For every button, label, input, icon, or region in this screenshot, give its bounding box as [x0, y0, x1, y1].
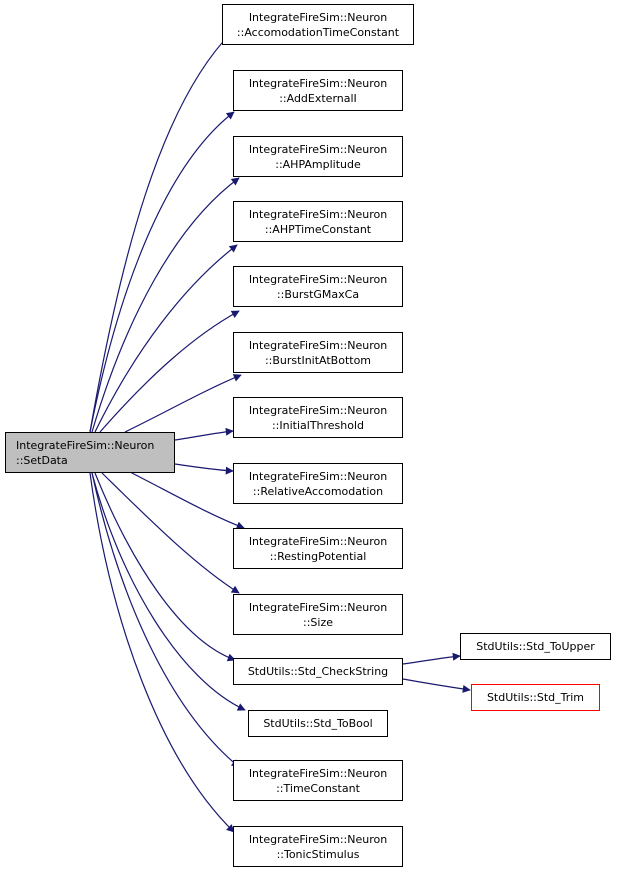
edge-to-accomodation-time-constant: [89, 31, 233, 433]
node-line-2: ::AccomodationTimeConstant: [236, 25, 400, 39]
node-std-check-string[interactable]: StdUtils::Std_CheckString: [233, 658, 403, 685]
node-line-2: ::BurstGMaxCa: [276, 287, 360, 301]
node-burst-init-at-bottom[interactable]: IntegrateFireSim::Neuron ::BurstInitAtBo…: [233, 332, 403, 373]
node-line-1: IntegrateFireSim::Neuron: [248, 142, 388, 156]
node-std-to-bool[interactable]: StdUtils::Std_ToBool: [248, 710, 388, 737]
node-line-1: StdUtils::Std_Trim: [486, 691, 585, 704]
node-line-1: IntegrateFireSim::Neuron: [248, 766, 388, 780]
node-line-2: ::TonicStimulus: [276, 847, 360, 861]
node-line-1: IntegrateFireSim::Neuron: [248, 403, 388, 417]
node-line-2: ::RelativeAccomodation: [252, 484, 384, 498]
edge-check-string-to-trim: [402, 678, 471, 693]
root-node-set-data[interactable]: IntegrateFireSim::Neuron ::SetData: [5, 432, 175, 473]
edge-to-time-constant: [91, 472, 240, 768]
edge-to-burst-init-at-bottom: [124, 374, 242, 433]
node-time-constant[interactable]: IntegrateFireSim::Neuron ::TimeConstant: [233, 760, 403, 801]
edge-to-add-external-i: [89, 111, 235, 433]
node-line-1: IntegrateFireSim::Neuron: [248, 534, 388, 548]
node-line-1: IntegrateFireSim::Neuron: [248, 832, 388, 846]
node-line-1: IntegrateFireSim::Neuron: [248, 600, 388, 614]
node-size[interactable]: IntegrateFireSim::Neuron ::Size: [233, 594, 403, 635]
root-line-1: IntegrateFireSim::Neuron: [16, 438, 155, 452]
node-line-2: ::Size: [303, 615, 333, 629]
node-line-1: IntegrateFireSim::Neuron: [248, 469, 388, 483]
root-line-2: ::SetData: [16, 453, 68, 467]
node-accomodation-time-constant[interactable]: IntegrateFireSim::Neuron ::AccomodationT…: [222, 4, 414, 45]
node-line-1: StdUtils::Std_ToUpper: [476, 640, 595, 653]
edge-to-std-to-bool: [91, 472, 246, 711]
node-resting-potential[interactable]: IntegrateFireSim::Neuron ::RestingPotent…: [233, 528, 403, 569]
edge-to-resting-potential: [129, 471, 245, 530]
node-relative-accomodation[interactable]: IntegrateFireSim::Neuron ::RelativeAccom…: [233, 463, 403, 504]
node-line-1: IntegrateFireSim::Neuron: [248, 207, 388, 221]
node-tonic-stimulus[interactable]: IntegrateFireSim::Neuron ::TonicStimulus: [233, 826, 403, 867]
edge-to-std-check-string: [94, 472, 236, 662]
node-line-2: ::AHPAmplitude: [275, 157, 361, 171]
node-line-2: ::AHPTimeConstant: [264, 222, 372, 236]
node-line-1: StdUtils::Std_ToBool: [263, 717, 373, 730]
node-std-trim[interactable]: StdUtils::Std_Trim: [471, 684, 600, 711]
node-line-2: ::AddExternalI: [279, 91, 357, 105]
node-burst-gmax-ca[interactable]: IntegrateFireSim::Neuron ::BurstGMaxCa: [233, 266, 403, 307]
edge-to-relative-accomodation: [174, 463, 234, 475]
edge-to-tonic-stimulus: [89, 472, 235, 833]
node-line-2: ::RestingPotential: [269, 549, 367, 563]
node-line-2: ::BurstInitAtBottom: [264, 353, 372, 367]
edge-to-burst-gmax-ca: [99, 310, 240, 433]
node-line-1: IntegrateFireSim::Neuron: [248, 76, 388, 90]
node-ahp-amplitude[interactable]: IntegrateFireSim::Neuron ::AHPAmplitude: [233, 136, 403, 177]
node-line-1: IntegrateFireSim::Neuron: [248, 272, 388, 286]
node-line-1: IntegrateFireSim::Neuron: [248, 10, 388, 24]
node-line-2: ::TimeConstant: [276, 781, 360, 795]
node-line-2: ::InitialThreshold: [271, 418, 365, 432]
edge-to-ahp-amplitude: [91, 177, 240, 433]
node-ahp-time-constant[interactable]: IntegrateFireSim::Neuron ::AHPTimeConsta…: [233, 201, 403, 242]
edge-check-string-to-to-upper: [402, 652, 461, 665]
node-initial-threshold[interactable]: IntegrateFireSim::Neuron ::InitialThresh…: [233, 397, 403, 438]
node-add-external-i[interactable]: IntegrateFireSim::Neuron ::AddExternalI: [233, 70, 403, 111]
edge-to-ahp-time-constant: [94, 244, 238, 433]
node-line-1: IntegrateFireSim::Neuron: [248, 338, 388, 352]
node-std-to-upper[interactable]: StdUtils::Std_ToUpper: [460, 633, 611, 660]
node-line-1: StdUtils::Std_CheckString: [247, 665, 389, 678]
edge-to-initial-threshold: [174, 427, 234, 441]
edge-to-size: [101, 472, 240, 594]
